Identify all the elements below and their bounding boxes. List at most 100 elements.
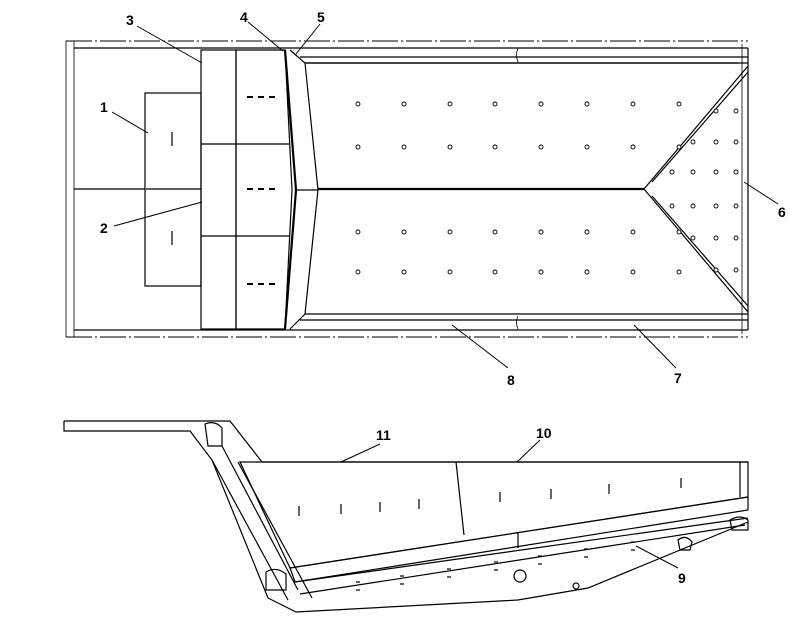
- plan-bottom-seam: [516, 315, 519, 330]
- floor-hole: [355, 144, 361, 150]
- floor-hole: [492, 269, 498, 275]
- rear-plate-hole: [713, 139, 719, 145]
- rear-v-lower: [643, 188, 749, 313]
- subframe-dashes: [356, 541, 635, 591]
- callout-9: 9: [678, 570, 686, 586]
- panel-block-3: [200, 49, 237, 330]
- floor-hole: [538, 269, 544, 275]
- callout-2: 2: [100, 220, 108, 236]
- rear-v-lower-inner: [651, 195, 749, 307]
- rear-plate-hole: [713, 235, 719, 241]
- rear-plate-hole: [733, 108, 739, 114]
- callouts: 1 2 3 4 5 6 7 8 9 10 11: [100, 9, 786, 586]
- rear-plate-hole: [713, 267, 719, 273]
- side-rear-pivot: [729, 516, 749, 531]
- rear-plate-hole: [733, 139, 739, 145]
- side-lower-outline: [63, 421, 749, 613]
- leader-4: [247, 21, 284, 52]
- side-rear-pad: [677, 536, 693, 551]
- side-floor-line: [299, 524, 746, 595]
- leader-6: [743, 181, 779, 205]
- callout-11: 11: [376, 427, 391, 443]
- rear-plate-hole: [669, 203, 675, 209]
- floor-hole: [355, 229, 361, 235]
- leader-11: [340, 443, 381, 463]
- callout-6: 6: [778, 204, 786, 220]
- leader-9: [635, 545, 679, 569]
- side-panel-divider: [455, 461, 465, 536]
- leader-8: [451, 324, 509, 369]
- callout-8: 8: [507, 372, 515, 388]
- floor-hole: [584, 229, 590, 235]
- floor-hole: [401, 269, 407, 275]
- leader-1: [111, 111, 149, 134]
- floor-hole: [584, 144, 590, 150]
- rear-plate-hole: [669, 169, 675, 175]
- rear-plate-hole: [713, 169, 719, 175]
- side-top-outline: [64, 420, 748, 463]
- floor-hole: [630, 101, 636, 107]
- side-lower-beam: [289, 496, 749, 583]
- floor-hole: [538, 144, 544, 150]
- floor-hole: [630, 269, 636, 275]
- leader-2: [113, 201, 203, 227]
- callout-7: 7: [674, 370, 682, 386]
- callout-3: 3: [126, 12, 134, 28]
- plan-view: [65, 40, 749, 338]
- rear-plate-hole: [733, 169, 739, 175]
- floor-hole: [355, 101, 361, 107]
- floor-hole: [492, 101, 498, 107]
- side-view: [63, 420, 749, 613]
- side-front-slope-a: [211, 459, 289, 601]
- floor-hole: [447, 269, 453, 275]
- floor-hole: [676, 101, 682, 107]
- side-hinge-block: [204, 422, 223, 447]
- rear-plate-hole: [690, 139, 696, 145]
- floor-holes: [355, 101, 739, 275]
- floor-hole: [492, 229, 498, 235]
- floor-hole: [401, 101, 407, 107]
- plan-top-seam: [516, 47, 519, 63]
- leader-5: [295, 23, 321, 55]
- floor-hole: [584, 269, 590, 275]
- rear-plate-hole: [690, 203, 696, 209]
- panel-block-4: [235, 49, 293, 330]
- floor-hole: [447, 101, 453, 107]
- floor-hole: [676, 269, 682, 275]
- rear-plate-hole: [733, 203, 739, 209]
- floor-hole: [676, 229, 682, 235]
- floor-hole: [538, 229, 544, 235]
- side-panel: [239, 461, 749, 569]
- side-lug-2: [572, 582, 580, 590]
- leader-7: [633, 324, 677, 369]
- leader-3: [136, 25, 203, 64]
- floor-hole: [630, 229, 636, 235]
- plan-front-end-frame: [65, 40, 75, 338]
- floor-hole: [401, 144, 407, 150]
- side-lug-1: [513, 569, 527, 583]
- rear-plate-hole: [690, 235, 696, 241]
- rear-plate-hole: [713, 108, 719, 114]
- floor-hole: [447, 144, 453, 150]
- side-stiffener-marks: [298, 478, 682, 516]
- rear-v-upper: [643, 65, 749, 190]
- floor-hole: [401, 229, 407, 235]
- side-lower-beam-2: [294, 517, 749, 583]
- floor-hole: [492, 144, 498, 150]
- rear-v-upper-inner: [651, 71, 749, 183]
- callout-10: 10: [536, 425, 552, 441]
- rear-plate-hole: [713, 203, 719, 209]
- floor-hole: [355, 269, 361, 275]
- floor-hole: [538, 101, 544, 107]
- callout-1: 1: [100, 99, 108, 115]
- floor-hole: [676, 144, 682, 150]
- rear-plate-hole: [733, 267, 739, 273]
- rear-plate-hole: [690, 169, 696, 175]
- side-front-pad: [265, 568, 287, 591]
- callout-5: 5: [317, 9, 325, 25]
- floor-hole: [584, 101, 590, 107]
- leader-10: [516, 439, 541, 463]
- floor-hole: [630, 144, 636, 150]
